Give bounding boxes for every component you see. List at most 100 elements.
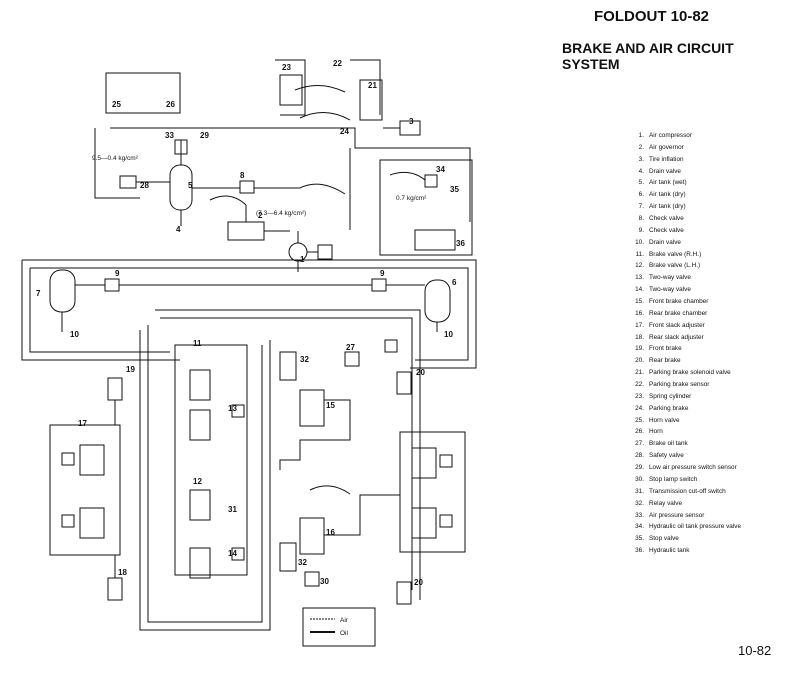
component-callout: 29: [200, 131, 209, 140]
legend-item-label: Horn valve: [649, 416, 680, 424]
legend-item-label: Drain valve: [649, 238, 681, 246]
legend-item-label: Horn: [649, 428, 663, 436]
legend-item: 36.Hydraulic tank: [628, 545, 741, 557]
component-callout: 30: [320, 577, 329, 586]
legend-item-number: 13.: [635, 274, 644, 282]
legend-item-label: Brake valve (R.H.): [649, 250, 702, 258]
relay-valve-32a: [279, 351, 297, 381]
legend-item-number: 22.: [635, 381, 644, 389]
legend-item: 8.Check valve: [628, 213, 741, 225]
key-air-label: Air: [340, 617, 349, 624]
legend-item: 17.Front slack adjuster: [628, 320, 741, 332]
legend-item-number: 19.: [635, 345, 644, 353]
rear-slack-adjuster-box: [399, 431, 466, 553]
pressure-label-governor: (7.3—6.4 kg/cm²): [256, 210, 306, 217]
air-tank-7: [49, 269, 76, 313]
legend-item-number: 14.: [635, 286, 644, 294]
legend-item-number: 28.: [635, 452, 644, 460]
legend-item-number: 4.: [638, 167, 644, 175]
component-callout: 10: [70, 330, 79, 339]
legend-item-number: 27.: [635, 440, 644, 448]
component-callout: 8: [240, 171, 245, 180]
legend-item: 34. Hydraulic oil tank pressure valve: [628, 521, 741, 533]
component-callout: 20: [414, 578, 423, 587]
horn-box: [105, 72, 181, 114]
legend-item-label: Check valve: [649, 226, 684, 234]
slack-17b: [79, 507, 105, 539]
legend-item: 9.Check valve: [628, 225, 741, 237]
component-callout: 10: [444, 330, 453, 339]
legend-item-number: 18.: [635, 333, 644, 341]
component-callout: 20: [416, 368, 425, 377]
component-callout: 16: [326, 528, 335, 537]
component-callout: 14: [228, 549, 237, 558]
valve-27b: [384, 339, 398, 353]
legend-item-number: 34.: [635, 523, 644, 531]
legend-item-number: 15.: [635, 298, 644, 306]
legend-item-label: Low air pressure switch sensor: [649, 464, 737, 472]
tire-inflation-3: [399, 120, 421, 136]
component-callout: 34: [436, 165, 445, 174]
component-callout: 25: [112, 100, 121, 109]
rear-brake-20a: [396, 371, 412, 395]
legend-item-label: Front brake chamber: [649, 298, 709, 306]
legend-item-number: 32.: [635, 499, 644, 507]
legend-item: 33.Air pressure sensor: [628, 510, 741, 522]
legend-item: 28. Safety valve: [628, 450, 741, 462]
relay-valve-32b: [279, 542, 297, 572]
legend-item-number: 11.: [635, 250, 644, 258]
component-callout: 23: [282, 63, 291, 72]
component-callout: 28: [140, 181, 149, 190]
legend-item-number: 24.: [635, 404, 644, 412]
legend-item: 18.Rear slack adjuster: [628, 332, 741, 344]
legend-item-label: Hydraulic oil tank pressure valve: [649, 523, 741, 531]
legend-item: 35.Stop valve: [628, 533, 741, 545]
component-callout: 5: [188, 181, 193, 190]
stop-lamp-switch-30: [304, 571, 320, 587]
component-callout: 26: [166, 100, 175, 109]
rear-brake-chamber-16: [299, 517, 325, 555]
governor-2: [227, 221, 265, 241]
legend-item-number: 29.: [635, 464, 644, 472]
pressure-label-hydraulic: 0.7 kg/cm²: [396, 195, 427, 202]
legend-item: 14. Two-way valve: [628, 284, 741, 296]
legend-item-label: Stop valve: [649, 535, 679, 543]
legend-item: 6.Air tank (dry): [628, 189, 741, 201]
legend-item: 15. Front brake chamber: [628, 296, 741, 308]
legend-item-label: Transmission cut-off switch: [649, 487, 726, 495]
component-callout: 32: [300, 355, 309, 364]
legend-item: 24.Parking brake: [628, 403, 741, 415]
legend-item: 29. Low air pressure switch sensor: [628, 462, 741, 474]
legend-item-number: 3.: [638, 155, 644, 163]
legend-item-number: 6.: [638, 191, 644, 199]
slack-17a: [79, 444, 105, 476]
brake-valve-column: [174, 344, 248, 576]
legend-item-number: 10.: [635, 238, 644, 246]
legend-item: 21.Parking brake solenoid valve: [628, 367, 741, 379]
legend-item-label: Brake oil tank: [649, 440, 688, 448]
legend-item-number: 16.: [635, 309, 644, 317]
component-callout: 12: [193, 477, 202, 486]
legend-item-label: Front slack adjuster: [649, 321, 705, 329]
component-callout: 7: [36, 289, 41, 298]
legend-item-number: 36.: [635, 547, 644, 555]
legend-item-label: Brake valve (L.H.): [649, 262, 701, 270]
component-callout: 13: [228, 404, 237, 413]
component-callout: 9: [115, 269, 120, 278]
component-callout: 22: [333, 59, 342, 68]
component-callout: 27: [346, 343, 355, 352]
component-callout: 33: [165, 131, 174, 140]
legend-item-label: Drain valve: [649, 167, 681, 175]
legend-item-number: 33.: [635, 511, 644, 519]
component-callout: 15: [326, 401, 335, 410]
legend-item: 26.Horn: [628, 426, 741, 438]
legend-item: 22.Parking brake sensor: [628, 379, 741, 391]
safety-valve-28: [119, 175, 137, 189]
brake-valve-11b: [189, 409, 211, 441]
legend-item-label: Two-way valve: [649, 286, 691, 294]
component-callout: 17: [78, 419, 87, 428]
component-callout: 4: [176, 225, 181, 234]
check-valve-9a: [104, 278, 120, 292]
legend-item-label: Safety valve: [649, 452, 684, 460]
